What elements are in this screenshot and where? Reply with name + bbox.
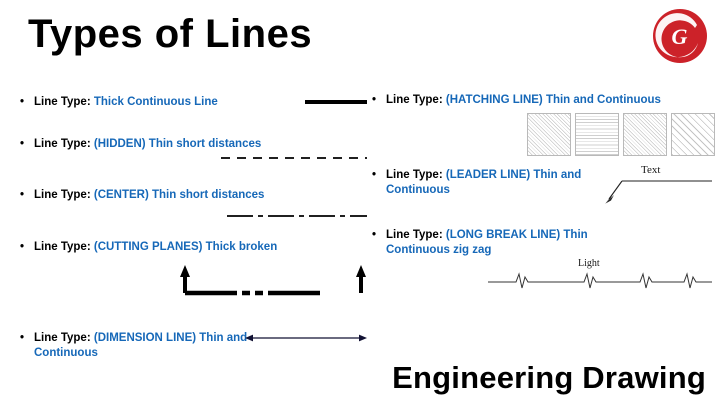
sample-hatch-pattern-squares <box>527 113 715 156</box>
sample-dashed-line <box>220 153 368 163</box>
line-type-value: (LEADER LINE) Thin and Continuous <box>386 169 582 196</box>
bullet-icon: • <box>20 241 25 253</box>
line-type-label: Line Type: <box>34 189 91 201</box>
line-type-label: Line Type: <box>386 169 443 181</box>
long-break-line-annotation: Light <box>578 258 600 269</box>
line-type-value: (LONG BREAK LINE) Thin Continuous zig za… <box>386 229 588 256</box>
line-type-text: Line Type: (LEADER LINE) Thin and Contin… <box>386 168 602 198</box>
bullet-icon: • <box>20 138 25 150</box>
page-title: Types of Lines <box>28 12 313 56</box>
line-type-label: Line Type: <box>386 94 443 106</box>
sample-thick-solid-line <box>304 96 368 108</box>
bullet-icon: • <box>372 169 377 181</box>
sample-leader-with-arrow <box>600 168 714 204</box>
footer-title: Engineering Drawing <box>392 360 706 395</box>
line-type-text: Line Type: (CENTER) Thin short distances <box>34 188 320 203</box>
hatch-box-diagonal-fine-1 <box>527 113 571 156</box>
sample-zigzag-break-line <box>488 268 712 292</box>
sample-dash-dot-line <box>226 211 368 221</box>
hatch-box-diagonal-fine-2 <box>623 113 667 156</box>
line-type-label: Line Type: <box>34 96 91 108</box>
line-type-text: Line Type: (CUTTING PLANES) Thick broken <box>34 240 330 255</box>
sample-double-headed-arrow <box>244 332 368 344</box>
list-item-hidden-line: • Line Type: (HIDDEN) Thin short distanc… <box>20 137 320 152</box>
g-circle-logo: G <box>651 7 709 65</box>
leader-line-annotation: Text <box>641 164 661 176</box>
bullet-icon: • <box>372 94 377 106</box>
line-type-value: (HATCHING LINE) Thin and Continuous <box>445 94 661 106</box>
bullet-icon: • <box>20 189 25 201</box>
line-type-label: Line Type: <box>34 241 91 253</box>
line-type-value: (CUTTING PLANES) Thick broken <box>93 241 278 253</box>
line-type-label: Line Type: <box>34 138 91 150</box>
logo-svg: G <box>653 9 707 63</box>
list-item-hatching-line: • Line Type: (HATCHING LINE) Thin and Co… <box>372 93 690 108</box>
bullet-icon: • <box>20 332 25 344</box>
bullet-icon: • <box>20 96 25 108</box>
line-type-text: Line Type: (HIDDEN) Thin short distances <box>34 137 320 152</box>
line-type-value: (CENTER) Thin short distances <box>93 189 265 201</box>
logo-letter: G <box>672 24 688 49</box>
list-item-long-break-line: • Line Type: (LONG BREAK LINE) Thin Cont… <box>372 228 632 258</box>
sample-cutting-plane-with-arrows <box>178 264 368 297</box>
hatch-box-horizontal <box>575 113 619 156</box>
line-type-text: Line Type: (HATCHING LINE) Thin and Cont… <box>386 93 690 108</box>
line-type-value: (DIMENSION LINE) Thin and Continuous <box>34 332 248 359</box>
line-type-value: Thick Continuous Line <box>93 96 218 108</box>
hatch-box-diagonal-wide <box>671 113 715 156</box>
line-type-value: (HIDDEN) Thin short distances <box>93 138 262 150</box>
line-type-label: Line Type: <box>386 229 443 241</box>
bullet-icon: • <box>372 229 377 241</box>
list-item-center-line: • Line Type: (CENTER) Thin short distanc… <box>20 188 320 203</box>
line-type-label: Line Type: <box>34 332 91 344</box>
list-item-cutting-planes-line: • Line Type: (CUTTING PLANES) Thick brok… <box>20 240 330 255</box>
line-type-text: Line Type: Thick Continuous Line <box>34 95 320 110</box>
list-item-leader-line: • Line Type: (LEADER LINE) Thin and Cont… <box>372 168 602 198</box>
line-type-text: Line Type: (LONG BREAK LINE) Thin Contin… <box>386 228 632 258</box>
list-item-thick-continuous-line: • Line Type: Thick Continuous Line <box>20 95 320 110</box>
list-item-dimension-line: • Line Type: (DIMENSION LINE) Thin and C… <box>20 331 250 361</box>
line-type-text: Line Type: (DIMENSION LINE) Thin and Con… <box>34 331 250 361</box>
